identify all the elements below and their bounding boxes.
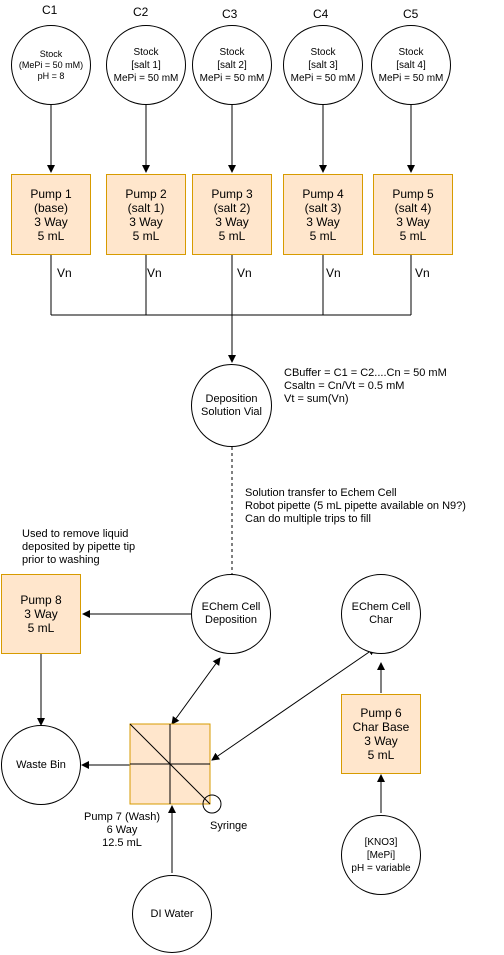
vn-label-3: Vn [237, 266, 252, 280]
stock-c4-node: Stock [salt 3] MePi = 50 mM [283, 25, 363, 105]
arrow-pump7-echem-char [211, 647, 376, 761]
deposition-vial-label: Deposition Solution Vial [201, 392, 262, 418]
pump2-label: Pump 2 (salt 1) 3 Way 5 mL [125, 186, 167, 243]
pump3-box: Pump 3 (salt 2) 3 Way 5 mL [192, 174, 272, 255]
vn-label-1: Vn [57, 266, 72, 280]
stock-c3-node: Stock [salt 2] MePi = 50 mM [192, 25, 272, 105]
arrow-pump7-echem-dep [171, 657, 221, 725]
vn-label-5: Vn [415, 266, 430, 280]
header-c1: C1 [42, 3, 58, 17]
header-c2: C2 [133, 5, 149, 19]
pump4-label: Pump 4 (salt 3) 3 Way 5 mL [302, 186, 344, 243]
echem-deposition-node: EChem Cell Deposition [191, 574, 271, 654]
syringe-icon [202, 794, 222, 814]
stock-c1-text: Stock (MePi = 50 mM) pH = 8 [18, 48, 84, 81]
kno3-node: [KNO3] [MePi] pH = variable [341, 815, 421, 895]
header-c3: C3 [222, 7, 238, 21]
stock-c3-text: Stock [salt 2] MePi = 50 mM [199, 46, 265, 84]
stock-c2-text: Stock [salt 1] MePi = 50 mM [113, 46, 179, 84]
pump5-label: Pump 5 (salt 4) 3 Way 5 mL [392, 186, 434, 243]
stock-c1-node: Stock (MePi = 50 mM) pH = 8 [11, 25, 91, 105]
pump1-label: Pump 1 (base) 3 Way 5 mL [30, 186, 72, 243]
di-water-label: DI Water [150, 907, 194, 920]
pump7-label: Pump 7 (Wash) 6 Way 12.5 mL [84, 811, 161, 849]
kno3-label: [KNO3] [MePi] pH = variable [351, 836, 411, 874]
stock-c5-text: Stock [salt 4] MePi = 50 mM [378, 46, 444, 84]
echem-deposition-label: EChem Cell Deposition [201, 601, 261, 626]
formula-annotation: CBuffer = C1 = C2....Cn = 50 mM Csaltn =… [284, 367, 447, 405]
syringe-label: Syringe [210, 820, 248, 832]
header-c5: C5 [403, 7, 419, 21]
waste-bin-label: Waste Bin [16, 758, 66, 771]
vn-label-4: Vn [326, 266, 341, 280]
pump4-box: Pump 4 (salt 3) 3 Way 5 mL [283, 174, 363, 255]
stock-c4-text: Stock [salt 3] MePi = 50 mM [290, 46, 356, 84]
pump7-valve [129, 723, 222, 814]
echem-char-label: EChem Cell Char [351, 601, 411, 626]
deposition-vial-node: Deposition Solution Vial [191, 364, 272, 447]
pump1-box: Pump 1 (base) 3 Way 5 mL [11, 174, 91, 255]
pump2-box: Pump 2 (salt 1) 3 Way 5 mL [106, 174, 186, 255]
pump5-box: Pump 5 (salt 4) 3 Way 5 mL [373, 174, 453, 255]
stock-c2-node: Stock [salt 1] MePi = 50 mM [106, 25, 186, 105]
header-c4: C4 [313, 7, 329, 21]
vn-label-2: Vn [147, 266, 162, 280]
transfer-note: Solution transfer to Echem Cell Robot pi… [245, 487, 466, 525]
pump6-label: Pump 6 Char Base 3 Way 5 mL [352, 706, 410, 762]
echem-char-node: EChem Cell Char [341, 574, 421, 654]
stock-c5-node: Stock [salt 4] MePi = 50 mM [371, 25, 451, 105]
waste-bin-node: Waste Bin [1, 725, 81, 805]
di-water-node: DI Water [132, 875, 212, 953]
pipette-note: Used to remove liquid deposited by pipet… [22, 528, 136, 566]
pump8-label: Pump 8 3 Way 5 mL [20, 593, 62, 635]
pump6-box: Pump 6 Char Base 3 Way 5 mL [341, 694, 421, 774]
pump3-label: Pump 3 (salt 2) 3 Way 5 mL [211, 186, 253, 243]
pump8-box: Pump 8 3 Way 5 mL [1, 574, 81, 654]
